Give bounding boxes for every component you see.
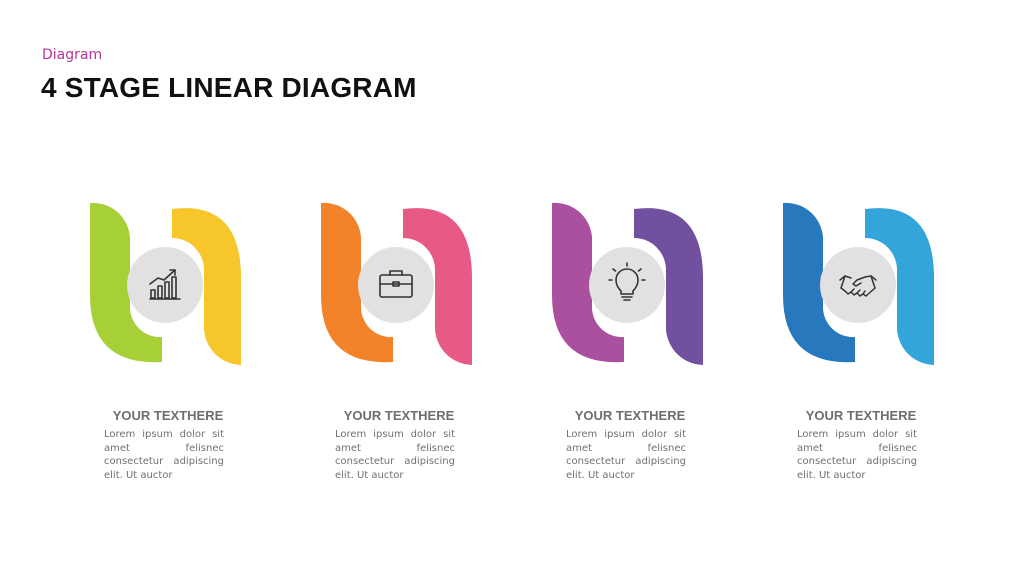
stage-1-graphic [90,202,241,365]
stage-2-icon-circle [358,247,434,323]
growth-chart-icon [149,269,181,300]
stage-2-graphic [321,202,472,365]
stage-1-heading: YOUR TEXTHERE [112,408,224,423]
briefcase-icon [379,270,413,298]
stage-4-left-arc [783,202,855,363]
stage-3-right-arc [634,208,703,365]
stage-1: YOUR TEXTHERE Lorem ipsum dolor sit amet… [88,200,248,481]
stage-3-body: Lorem ipsum dolor sit amet felisnec cons… [566,429,686,481]
lightbulb-icon [608,262,646,301]
stage-1-right-arc [172,208,241,365]
stage-3-icon-circle [589,247,665,323]
stage-3: YOUR TEXTHERE Lorem ipsum dolor sit amet… [550,200,710,481]
diagram-subtitle: Diagram [42,47,103,63]
stage-3-heading: YOUR TEXTHERE [574,408,686,423]
stage-1-body: Lorem ipsum dolor sit amet felisnec cons… [104,429,224,481]
stage-4-graphic [783,202,934,365]
stage-2-left-arc [321,202,393,363]
handshake-icon [839,275,877,297]
stage-3-graphic [552,202,703,365]
stage-4: YOUR TEXTHERE Lorem ipsum dolor sit amet… [781,200,941,481]
stage-3-left-arc [552,202,624,363]
stage-4-heading: YOUR TEXTHERE [805,408,917,423]
stage-2-right-arc [403,208,472,365]
page-title: 4 STAGE LINEAR DIAGRAM [41,72,417,103]
stage-2: YOUR TEXTHERE Lorem ipsum dolor sit amet… [319,200,479,481]
stage-4-body: Lorem ipsum dolor sit amet felisnec cons… [797,429,917,481]
stage-2-heading: YOUR TEXTHERE [343,408,455,423]
stage-1-left-arc [90,202,162,363]
stage-2-body: Lorem ipsum dolor sit amet felisnec cons… [335,429,455,481]
stage-4-right-arc [865,208,934,365]
